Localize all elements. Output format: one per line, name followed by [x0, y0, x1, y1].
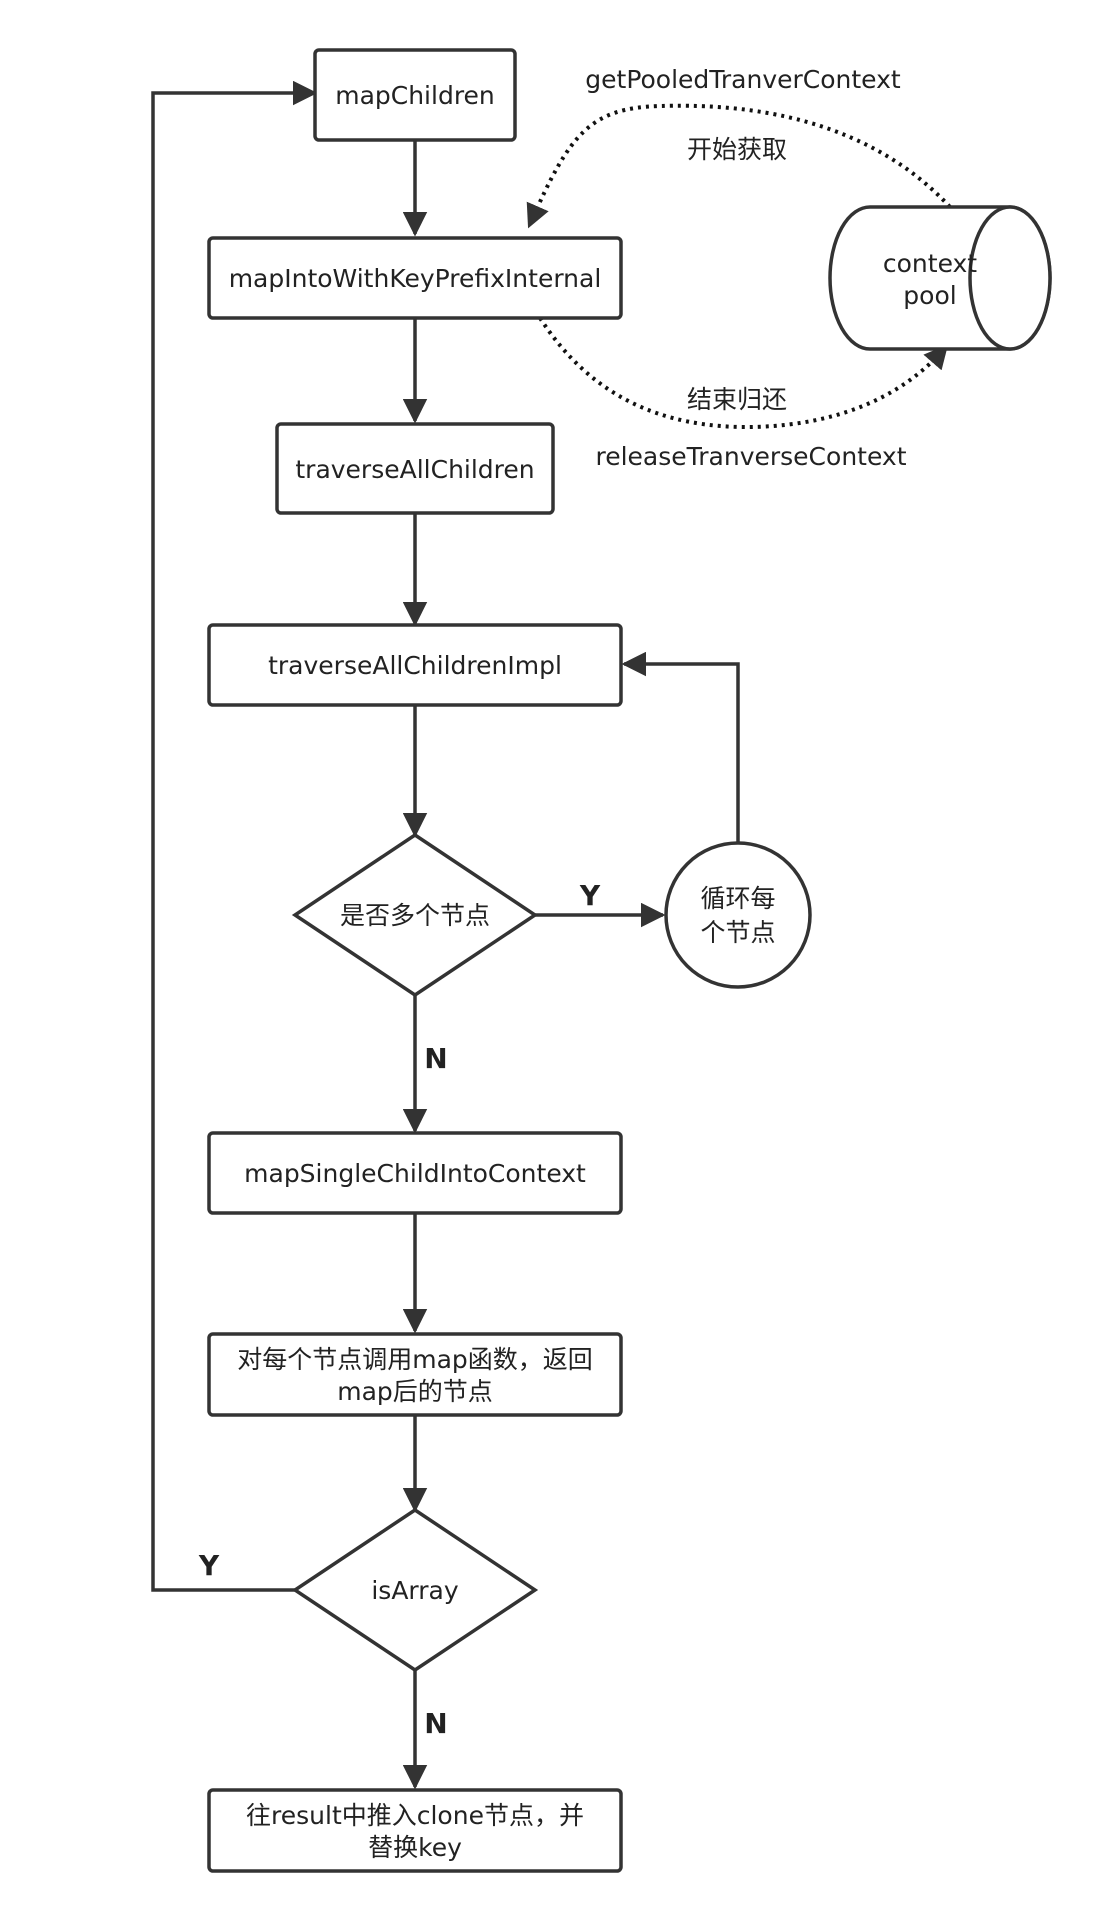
map-into-label: mapIntoWithKeyPrefixInternal — [229, 264, 602, 293]
map-single-child-label: mapSingleChildIntoContext — [244, 1159, 586, 1188]
node-push-result — [207, 1788, 623, 1873]
traverse-all-children-label: traverseAllChildren — [295, 455, 534, 484]
node-loop-each-node — [664, 841, 812, 989]
node-context-pool — [828, 205, 1052, 351]
node-map-single-child-into-context — [207, 1131, 623, 1215]
edge-isarray-yes-loop-to-mapchildren — [151, 80, 318, 1592]
label-get-pooled: getPooledTranverContext — [585, 65, 901, 94]
context-pool-line2: pool — [903, 281, 956, 310]
loop-each-node-line1: 循环每 — [700, 884, 775, 913]
node-map-children — [313, 48, 517, 142]
label-release: releaseTranverseContext — [596, 442, 907, 471]
decision-multiple-nodes-label: 是否多个节点 — [340, 901, 490, 930]
label-start-acquire: 开始获取 — [687, 135, 787, 164]
label-array-no: N — [424, 1707, 447, 1740]
context-pool-line1: context — [883, 249, 977, 278]
label-array-yes: Y — [198, 1549, 220, 1582]
node-decision-is-array — [291, 1507, 539, 1673]
edge-get-pooled-context — [526, 103, 952, 229]
traverse-all-children-impl-label: traverseAllChildrenImpl — [268, 651, 562, 680]
label-multi-no: N — [424, 1042, 447, 1075]
is-array-label: isArray — [371, 1576, 459, 1605]
node-traverse-all-children — [275, 422, 555, 515]
apply-map-line1: 对每个节点调用map函数，返回 — [237, 1345, 593, 1374]
node-apply-map — [207, 1332, 623, 1417]
apply-map-line2: map后的节点 — [337, 1377, 493, 1406]
label-multi-yes: Y — [579, 879, 601, 912]
push-result-line1: 往result中推入clone节点，并 — [246, 1801, 584, 1830]
map-children-label: mapChildren — [335, 81, 495, 110]
loop-each-node-line2: 个节点 — [700, 918, 775, 947]
node-traverse-all-children-impl — [207, 623, 623, 707]
label-end-return: 结束归还 — [687, 385, 787, 414]
push-result-line2: 替换key — [368, 1833, 462, 1862]
node-decision-multiple-nodes — [291, 832, 539, 998]
edge-release-context — [538, 316, 949, 430]
node-map-into-with-key-prefix-internal — [207, 236, 623, 320]
edge-loop-back-to-impl — [621, 651, 740, 843]
